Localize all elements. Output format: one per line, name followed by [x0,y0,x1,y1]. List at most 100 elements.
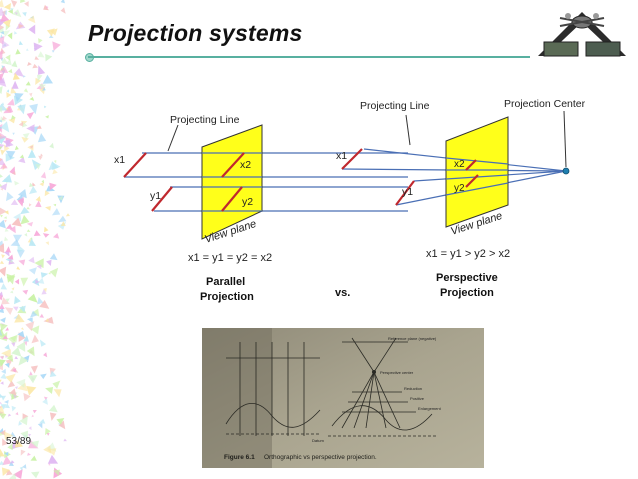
confetti-shard [1,115,8,121]
confetti-shard [0,307,4,313]
confetti-shard [4,307,14,315]
photo-label-reduction: Reduction [404,386,422,391]
confetti-shard [0,405,5,416]
confetti-shard [5,246,12,253]
confetti-shard [27,317,33,323]
confetti-shard [39,181,45,187]
confetti-shard [18,189,27,199]
confetti-shard [56,418,65,425]
versus-label: vs. [335,287,350,299]
confetti-shard [0,379,2,383]
confetti-shard [30,440,39,448]
confetti-shard [30,325,40,335]
confetti-shard [14,278,20,285]
confetti-shard [15,48,21,55]
confetti-shard [31,334,39,344]
confetti-shard [32,63,38,69]
confetti-shard [1,57,9,65]
confetti-shard [0,266,7,277]
confetti-shard [22,289,29,295]
confetti-shard [48,34,54,38]
confetti-shard [5,150,16,160]
confetti-shard [0,323,8,332]
confetti-shard [14,439,24,448]
confetti-shard [14,356,19,360]
confetti-shard [19,416,28,426]
confetti-shard [26,221,33,227]
confetti-shard [7,98,15,106]
confetti-shard [5,223,13,229]
confetti-shard [29,92,33,97]
confetti-shard [7,335,17,344]
confetti-shard [0,174,3,178]
confetti-shard [27,62,32,66]
confetti-shard [5,298,10,303]
confetti-shard [0,381,4,385]
confetti-shard [47,448,57,456]
confetti-shard [18,156,26,164]
confetti-shard [5,327,9,331]
confetti-shard [12,368,17,373]
confetti-shard [27,452,31,456]
perspective-sketch [328,337,438,437]
confetti-shard [1,368,7,374]
perspective-segment-x1 [341,148,363,170]
confetti-shard [18,23,24,29]
confetti-shard [0,404,7,410]
page-number: 53/89 [6,436,32,447]
confetti-shard [7,380,15,388]
confetti-shard [13,213,22,222]
confetti-shard [1,174,12,183]
confetti-shard [22,413,29,420]
confetti-shard [0,7,5,16]
confetti-shard [35,200,42,208]
confetti-shard [27,375,38,384]
confetti-shard [6,354,14,363]
confetti-shard [15,412,19,416]
confetti-shard [29,371,33,376]
confetti-shard [60,7,66,14]
confetti-shard [12,72,20,80]
confetti-shard [0,303,5,310]
confetti-shard [0,13,10,22]
confetti-shard [0,329,3,336]
perspective-segment-y2 [465,174,479,188]
confetti-shard [21,122,28,128]
orthographic-sketch [225,342,321,436]
confetti-shard [28,24,36,35]
confetti-shard [29,310,38,318]
parallel-label-x1: x1 [114,154,125,166]
confetti-shard [43,316,54,324]
confetti-shard [52,41,61,51]
confetti-shard [31,308,40,317]
confetti-shard [53,389,62,398]
photo-label-positive: Positive [410,396,425,401]
confetti-shard [22,464,27,469]
confetti-shard [45,428,51,436]
confetti-shard [0,77,7,87]
confetti-shard [5,54,11,61]
confetti-shard [0,317,6,323]
projection-center-label: Projection Center [504,98,586,110]
confetti-shard [0,72,4,81]
confetti-shard [58,215,67,223]
confetti-shard [11,342,16,347]
confetti-shard [0,183,3,187]
confetti-shard [11,287,15,291]
confetti-shard [0,121,10,133]
confetti-shard [9,388,17,396]
confetti-shard [49,182,57,191]
confetti-shard [0,401,3,404]
confetti-shard [34,56,40,60]
confetti-shard [45,387,54,394]
confetti-shard [18,421,23,426]
title-underline [88,56,540,58]
confetti-shard [46,5,49,9]
confetti-shard [20,0,26,3]
confetti-shard [60,221,66,226]
confetti-shard [0,146,2,150]
confetti-shard [8,68,13,74]
confetti-shard [17,382,28,392]
confetti-shard [23,335,29,342]
confetti-shard [14,386,19,390]
